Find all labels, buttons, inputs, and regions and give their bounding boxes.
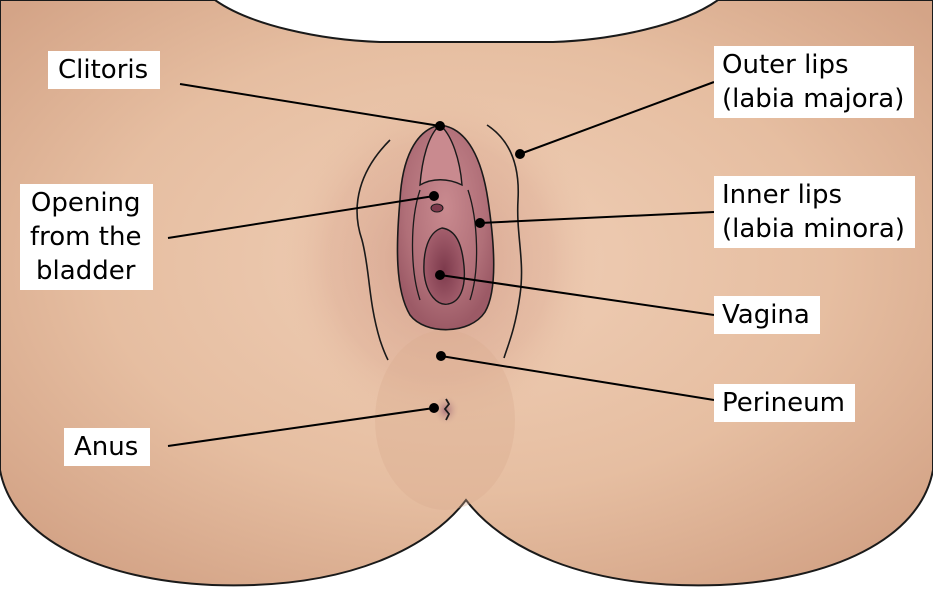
label-opening-from-the-bladder: Opening from the bladder [20, 184, 153, 290]
marker-clitoris [435, 121, 445, 131]
label-clitoris: Clitoris [48, 51, 160, 89]
label-perineum-text: Perineum [722, 386, 845, 420]
label-outer-line1: Outer lips [722, 48, 904, 82]
label-inner-line2: (labia minora) [722, 212, 905, 246]
label-opening-line2: from the [30, 220, 141, 254]
label-anus: Anus [64, 428, 150, 466]
marker-inner-lips [475, 218, 485, 228]
label-perineum: Perineum [714, 384, 855, 422]
label-clitoris-text: Clitoris [58, 53, 148, 87]
label-outer-lips: Outer lips (labia majora) [714, 46, 914, 118]
marker-anus [429, 403, 439, 413]
marker-outer-lips [515, 149, 525, 159]
label-anus-text: Anus [74, 430, 138, 464]
marker-perineum [436, 351, 446, 361]
label-inner-line1: Inner lips [722, 178, 905, 212]
marker-opening [429, 191, 439, 201]
marker-vagina [435, 270, 445, 280]
label-vagina-text: Vagina [722, 298, 810, 332]
label-opening-line1: Opening [30, 186, 141, 220]
label-inner-lips: Inner lips (labia minora) [714, 176, 915, 248]
label-opening-line3: bladder [30, 254, 141, 288]
urethral-opening [431, 204, 443, 212]
label-vagina: Vagina [714, 296, 820, 334]
label-outer-line2: (labia majora) [722, 82, 904, 116]
